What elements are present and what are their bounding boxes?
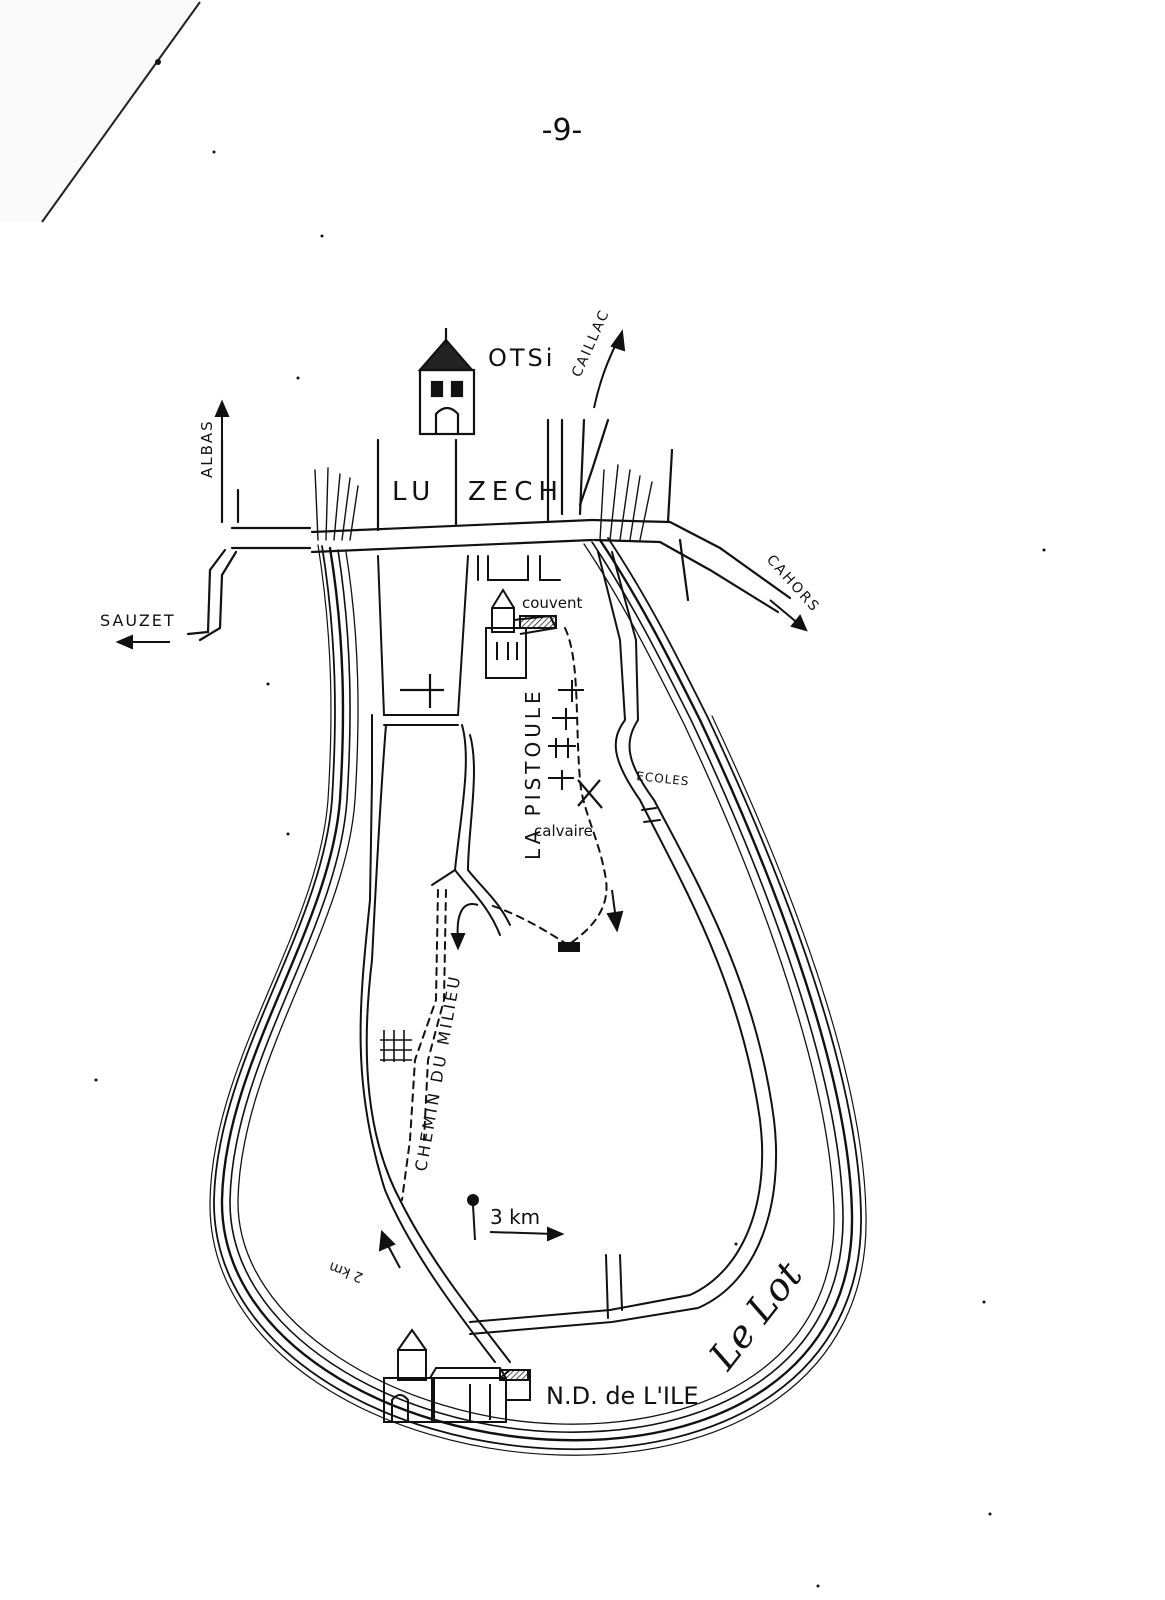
direction-arrow-icon: [450, 903, 479, 951]
distance-label-3km: 3 km: [490, 1205, 540, 1229]
road-label-albas: ALBAS: [198, 419, 216, 478]
cross-icon: [400, 674, 444, 708]
church-tower-icon: [417, 328, 476, 436]
direction-arrow-icon: [214, 399, 230, 470]
direction-arrow-icon: [769, 599, 808, 632]
convent-church-icon: [485, 588, 558, 679]
river-lot: [209, 464, 867, 1456]
road-label-sauzet: SAUZET: [100, 611, 176, 630]
direction-arrows: [115, 329, 808, 1269]
direction-arrow-icon: [115, 634, 170, 650]
town-label-part1: LU: [392, 477, 436, 507]
street-label-pistoule: LA PISTOULE: [521, 687, 545, 860]
start-point-marker: [467, 1194, 479, 1206]
walking-paths: [401, 627, 608, 1201]
main-road: [186, 418, 792, 642]
peninsula-roads: [359, 551, 778, 1363]
chapel-icon: [383, 1328, 531, 1423]
direction-arrow-icon: [378, 1229, 401, 1269]
calvary-cross-icon: [577, 779, 603, 809]
page-number: -9-: [542, 113, 583, 148]
town-label-part2: ZECH: [468, 477, 564, 507]
path-label-milieu: CHEMIN DU MILIEU: [411, 972, 464, 1172]
schools-label: ECOLES: [636, 769, 690, 788]
calvary-label: calvaire: [534, 822, 593, 840]
folded-corner: [0, 0, 201, 223]
river-label: Le Lot: [700, 1253, 812, 1379]
cemetery-crosses-icon: [548, 680, 584, 790]
chapel-label: N.D. de L'ILE: [546, 1382, 699, 1410]
tourist-office-label: OTSi: [488, 344, 555, 372]
direction-arrow-icon: [489, 1226, 565, 1242]
small-building-marker: [558, 942, 580, 952]
direction-arrow-icon: [606, 889, 624, 933]
convent-label: couvent: [522, 594, 583, 612]
direction-arrow-icon: [593, 329, 626, 409]
scan-specks: [94, 59, 1046, 1588]
distance-label-2km: 2 km: [327, 1258, 365, 1285]
cemetery-crosses-icon: [380, 1030, 412, 1062]
